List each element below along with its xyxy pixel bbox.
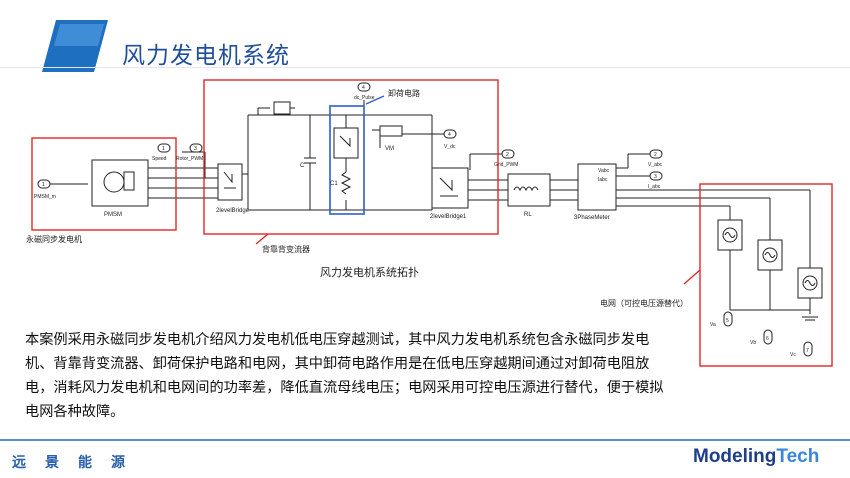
footer-company-name: 远景能源	[12, 455, 144, 471]
cap-c1-label: C1	[330, 181, 338, 187]
pmsm-region-box	[31, 137, 177, 231]
port-vdc-num: 4	[448, 132, 451, 138]
wind-turbine-topology-diagram: PMSM 2levelBridge 2levelBridge1 RL Vabc …	[26, 79, 833, 367]
cap-c-label: C	[300, 163, 305, 169]
port-va-num: 5	[726, 318, 729, 324]
modelingtech-logo: ModelingTech	[693, 446, 819, 468]
port-rotor-pwm-num: 3	[194, 146, 197, 152]
port-vabc-label: V_abc	[648, 162, 663, 168]
chopper-region-label: 卸荷电路	[388, 88, 420, 98]
port-iabc-num: 3	[654, 174, 657, 180]
diagram-caption: 风力发电机系统拓扑	[320, 265, 419, 279]
meter-port-vabc: Vabc	[598, 168, 610, 174]
port-dc-pulse-label: dc_Pulse	[354, 95, 375, 101]
port-vb-label: Vb	[750, 340, 756, 346]
port-grid-pwm-num: 2	[506, 152, 509, 158]
description-paragraph: 本案例采用永磁同步发电机介绍风力发电机低电压穿越测试，其中风力发电机系统包含永磁…	[25, 332, 664, 420]
port-dc-pulse-num: 4	[362, 85, 365, 91]
logo-text-modeling: Modeling	[693, 446, 777, 467]
port-vb-num: 6	[766, 336, 769, 342]
meter-block-label: 3PhaseMeter	[574, 215, 610, 221]
footer-divider	[0, 439, 850, 441]
port-speed-label: Speed	[152, 156, 167, 162]
port-vc-num: 7	[806, 348, 809, 354]
rl-block-label: RL	[524, 212, 532, 218]
grid-region-box	[699, 183, 833, 367]
converter-region-box	[203, 79, 499, 235]
port-1-num: 1	[42, 182, 45, 188]
rectifier-block-label: 2levelBridge	[216, 208, 250, 214]
port-pmsm-m-label: PMSM_m	[34, 194, 56, 200]
port-speed-num: 1	[162, 146, 165, 152]
port-vabc-num: 2	[654, 152, 657, 158]
title-divider	[0, 67, 850, 68]
pmsm-region-label: 永磁同步发电机	[26, 234, 82, 244]
page-title: 风力发电机系统	[122, 43, 290, 69]
title-decoration	[42, 20, 108, 72]
vm-block-label: VM	[385, 146, 394, 152]
logo-text-tech: Tech	[776, 446, 820, 467]
converter-region-label: 背靠背变流器	[262, 244, 310, 254]
pmsm-block-label: PMSM	[104, 212, 122, 218]
port-iabc-label: I_abc	[648, 184, 661, 190]
port-va-label: Va	[710, 322, 716, 328]
grid-region-label: 电网（可控电压源替代）	[600, 298, 688, 308]
meter-port-iabc: Iabc	[598, 177, 608, 183]
chopper-region-box	[329, 105, 365, 215]
inverter-block-label: 2levelBridge1	[430, 214, 467, 220]
port-vdc-label: V_dc	[444, 144, 456, 150]
port-vc-label: Vc	[790, 352, 796, 358]
port-rotor-pwm-label: Rotor_PWM	[176, 156, 203, 162]
port-grid-pwm-label: Grid_PWM	[494, 162, 518, 168]
